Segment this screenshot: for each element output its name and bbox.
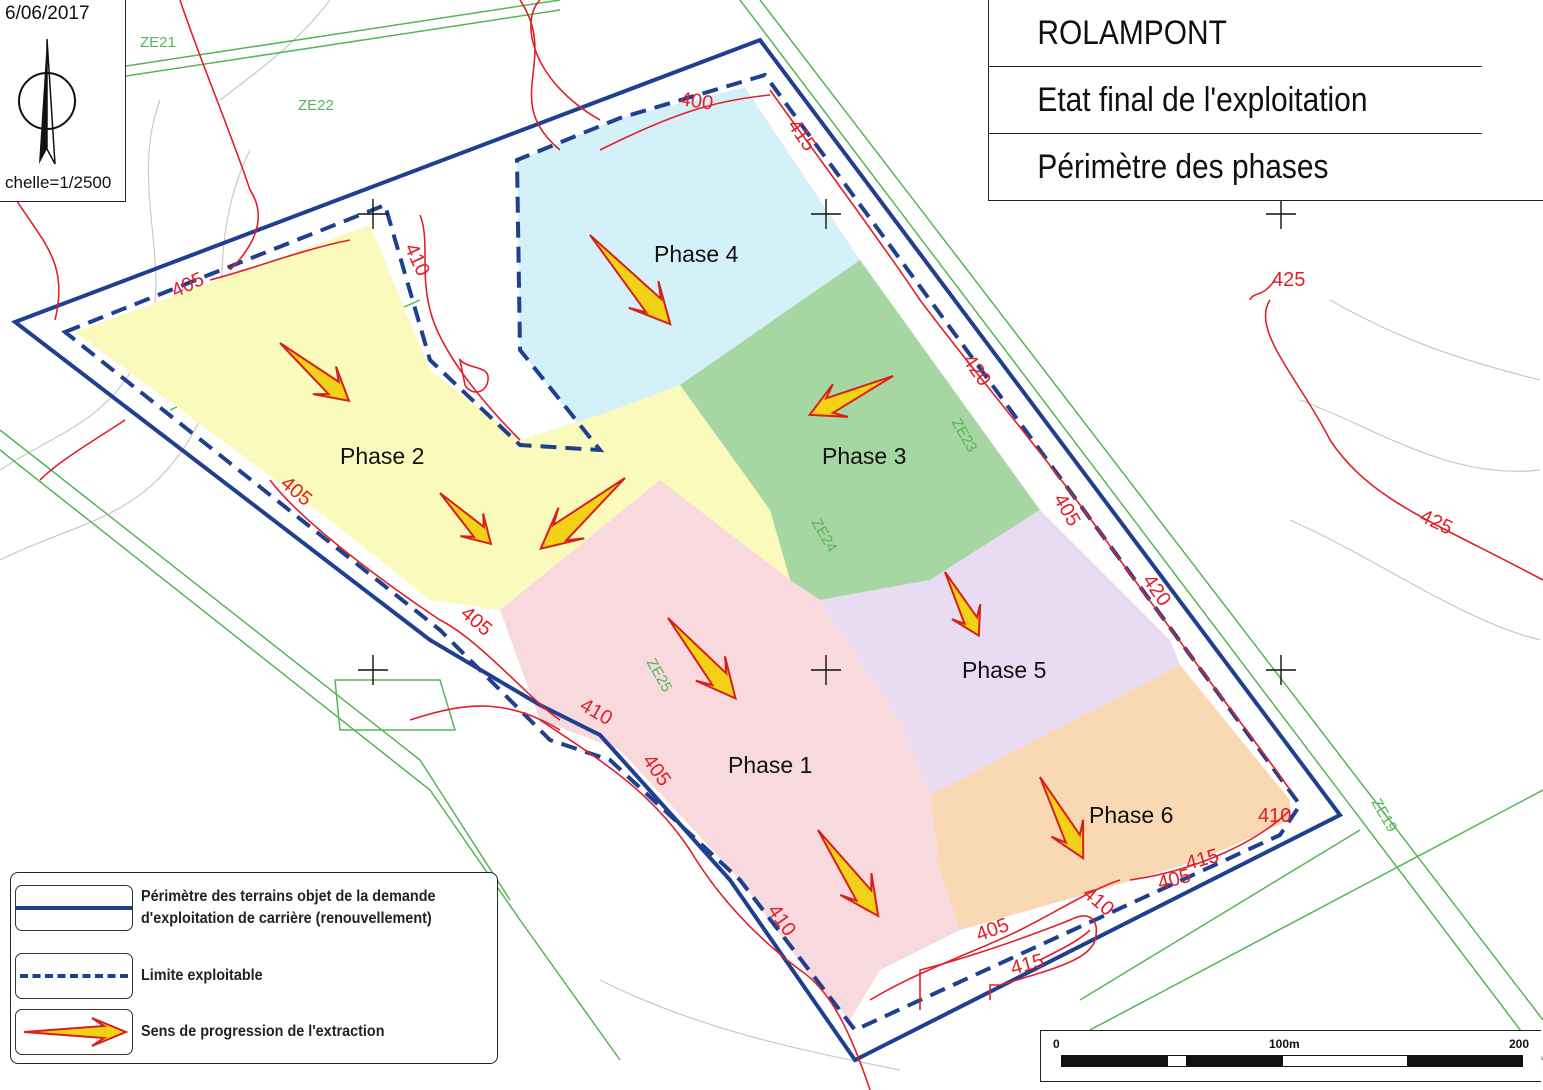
extraction-arrow-icon bbox=[817, 829, 880, 918]
contour-label-415: 415 bbox=[1008, 950, 1046, 980]
phase-5-area bbox=[820, 510, 1180, 795]
legend-perimeter-line2: d'exploitation de carrière (renouvelleme… bbox=[141, 910, 432, 927]
north-arrow-box: 6/06/2017 chelle=1/2500 bbox=[0, 0, 126, 202]
phase-5-label: Phase 5 bbox=[962, 657, 1046, 683]
legend: Périmètre des terrains objet de la deman… bbox=[10, 872, 498, 1064]
north-arrow-icon bbox=[18, 38, 76, 165]
extraction-arrow-icon bbox=[539, 477, 626, 551]
title-subtitle: Etat final de l'exploitation bbox=[989, 67, 1482, 134]
extraction-arrow-icon bbox=[1039, 776, 1085, 861]
scale-bar-graphic bbox=[1061, 1055, 1523, 1067]
phase-3-label: Phase 3 bbox=[822, 443, 906, 469]
contour-label-425: 425 bbox=[1416, 505, 1456, 539]
phase-1-label: Phase 1 bbox=[728, 752, 812, 778]
scale-bar-end: 200 bbox=[1509, 1037, 1530, 1051]
scale-bar: 0 100m 200 bbox=[1040, 1030, 1541, 1082]
extraction-arrow-icon bbox=[439, 492, 493, 546]
parcel-label-ze19: ZE19 bbox=[1368, 796, 1401, 836]
legend-limit-symbol bbox=[15, 953, 133, 999]
parcel-label-ze22: ZE22 bbox=[298, 97, 334, 114]
contour-label-410: 410 bbox=[1258, 805, 1291, 827]
phase-6-area bbox=[930, 665, 1290, 930]
extraction-arrow-icon bbox=[667, 617, 737, 701]
contour-label-400: 400 bbox=[678, 88, 714, 114]
legend-perimeter-symbol bbox=[15, 885, 133, 931]
phase-3-area bbox=[680, 260, 1040, 600]
legend-direction-label: Sens de progression de l'extraction bbox=[141, 1023, 385, 1040]
phase-1-area bbox=[500, 480, 960, 1020]
phase-4-label: Phase 4 bbox=[654, 241, 739, 267]
request-perimeter-line bbox=[10, 37, 1344, 1063]
legend-item-perimeter: Périmètre des terrains objet de la deman… bbox=[11, 885, 468, 931]
extraction-arrow-icon bbox=[944, 571, 982, 638]
extraction-arrow-icon bbox=[279, 342, 351, 403]
extraction-arrow-icon bbox=[589, 234, 672, 326]
scale-bar-middle: 100m bbox=[1269, 1037, 1300, 1051]
phase-2-label: Phase 2 bbox=[340, 443, 424, 469]
phase-4-area bbox=[517, 87, 860, 440]
legend-perimeter-line1: Périmètre des terrains objet de la deman… bbox=[141, 888, 436, 905]
phase-6-label: Phase 6 bbox=[1089, 802, 1173, 828]
title-block: ROLAMPONT Etat final de l'exploitation P… bbox=[988, 0, 1543, 201]
phase-areas bbox=[75, 87, 1290, 1020]
legend-item-direction: Sens de progression de l'extraction bbox=[11, 1009, 412, 1055]
extraction-arrow-icon bbox=[23, 1017, 129, 1047]
title-place: ROLAMPONT bbox=[989, 0, 1482, 67]
title-caption: Périmètre des phases bbox=[1037, 147, 1329, 186]
grid-crosses bbox=[358, 199, 1296, 685]
extraction-arrows bbox=[279, 234, 1085, 918]
parcel-lines bbox=[0, 0, 1543, 1061]
map-scale: chelle=1/2500 bbox=[5, 173, 112, 192]
elevation-contours bbox=[9, 0, 1543, 1090]
legend-item-limit: Limite exploitable bbox=[11, 953, 276, 999]
legend-direction-symbol bbox=[15, 1009, 133, 1055]
contour-label-415: 415 bbox=[783, 115, 820, 155]
parcel-label-ze21: ZE21 bbox=[140, 34, 176, 51]
scale-bar-start: 0 bbox=[1053, 1037, 1060, 1051]
phase-2-area bbox=[75, 225, 790, 610]
contour-label-420: 420 bbox=[1138, 570, 1175, 610]
contour-label-425: 425 bbox=[1272, 269, 1305, 291]
contour-label-405: 405 bbox=[1049, 490, 1085, 530]
extraction-arrow-icon bbox=[807, 375, 894, 418]
map-date: 6/06/2017 bbox=[5, 3, 90, 24]
legend-limit-label: Limite exploitable bbox=[141, 967, 263, 984]
